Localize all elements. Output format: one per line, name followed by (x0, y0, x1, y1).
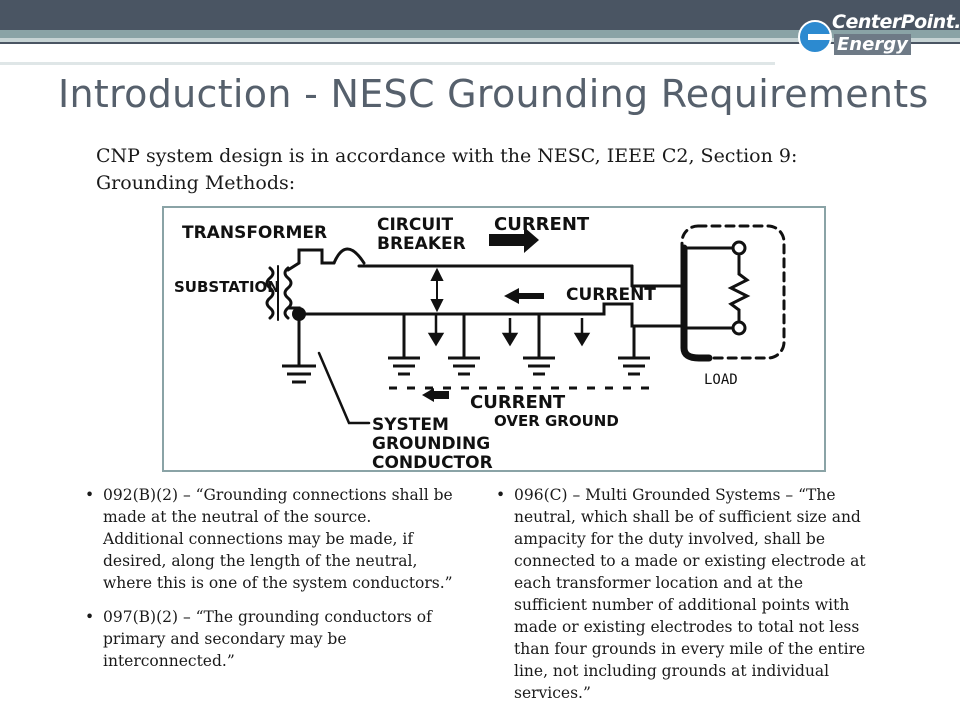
neutral-ground-node (292, 307, 306, 321)
label-system: SYSTEM (372, 415, 449, 435)
label-conductor: CONDUCTOR (372, 453, 493, 470)
ground-current-arrow (422, 388, 449, 402)
current-arrow-left (504, 288, 544, 304)
current-arrow-right (489, 227, 539, 253)
label-substation: SUBSTATION (174, 278, 280, 296)
bullets-left: • 092(B)(2) – “Grounding connections shal… (85, 484, 455, 684)
title-divider (0, 62, 775, 65)
load-wiring-heavy (680, 244, 713, 362)
current-arrows (422, 227, 544, 402)
load-enclosure (680, 224, 786, 360)
bullet-096-text: 096(C) – Multi Grounded Systems – “The n… (514, 486, 866, 702)
bullet-097-text: 097(B)(2) – “The grounding conductors of… (103, 608, 432, 670)
load-terminal-top (731, 240, 747, 256)
resistor (727, 272, 751, 312)
label-grounding: GROUNDING (372, 434, 490, 454)
bullet-dot: • (85, 608, 95, 626)
logo-text-bottom: Energy (834, 34, 911, 55)
system-grounding-leader (317, 351, 371, 425)
ground-down-arrows (427, 314, 591, 347)
ground-symbols (282, 356, 650, 384)
grounding-diagram: TRANSFORMER SUBSTATION CIRCUIT BREAKER C… (162, 206, 826, 472)
bullet-dot: • (496, 486, 506, 504)
breaker-arc (332, 247, 366, 265)
label-transformer: TRANSFORMER (182, 223, 327, 243)
bullets-right: • 096(C) – Multi Grounded Systems – “The … (496, 484, 878, 716)
phase-conductor-start (286, 248, 336, 272)
label-load: LOAD (704, 372, 738, 388)
bullet-092: • 092(B)(2) – “Grounding connections shal… (85, 484, 455, 594)
load-terminal-bottom (731, 320, 747, 336)
breaker-arrows (430, 267, 444, 313)
header-stripe (0, 30, 960, 38)
bullet-097: • 097(B)(2) – “The grounding conductors o… (85, 606, 455, 672)
header-stripe-light (0, 38, 960, 42)
bullet-dot: • (85, 486, 95, 504)
grounding-diagram-svg: TRANSFORMER SUBSTATION CIRCUIT BREAKER C… (174, 214, 786, 470)
header-bar (0, 0, 960, 30)
logo-icon (798, 20, 832, 54)
neutral-conductor (286, 302, 686, 328)
header-stripe-dark (0, 42, 960, 44)
centerpoint-logo: CenterPoint. Energy (796, 8, 960, 58)
label-circuit: CIRCUIT (377, 215, 453, 235)
logo-text-top: CenterPoint. (832, 11, 960, 33)
label-current-ground: CURRENT (470, 392, 566, 413)
bullet-092-text: 092(B)(2) – “Grounding connections shall… (103, 486, 453, 592)
intro-text: CNP system design is in accordance with … (96, 145, 798, 194)
transformer-primary-coil (265, 266, 275, 320)
label-current-mid: CURRENT (566, 285, 656, 305)
slide-title: Introduction - NESC Grounding Requiremen… (58, 72, 929, 116)
label-current-top: CURRENT (494, 214, 590, 235)
bullet-096: • 096(C) – Multi Grounded Systems – “The … (496, 484, 878, 704)
label-over-ground: OVER GROUND (494, 412, 619, 430)
label-breaker: BREAKER (377, 234, 466, 254)
transformer-secondary-coil (283, 266, 293, 320)
